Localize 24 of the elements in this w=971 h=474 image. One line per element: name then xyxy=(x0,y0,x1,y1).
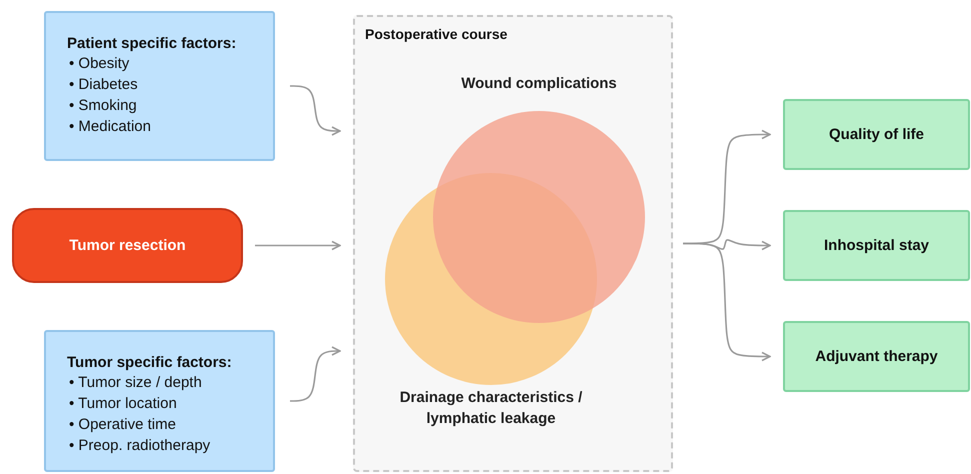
group-heading: Postoperative course xyxy=(365,26,508,42)
factor-box xyxy=(44,330,275,472)
arrow xyxy=(255,240,341,250)
group-container xyxy=(353,15,673,472)
list-item: • Diabetes xyxy=(69,75,139,95)
circle-label: Drainage characteristics / lymphatic leakage xyxy=(398,388,584,429)
factor-box xyxy=(44,11,275,161)
outcome-box: Adjuvant therapy xyxy=(783,321,970,392)
arrow xyxy=(683,242,771,362)
list-item: • Preop. radiotherapy xyxy=(69,436,212,456)
box-heading: Patient specific factors: xyxy=(67,35,238,52)
list-item: • Tumor location xyxy=(69,394,178,414)
outcome-box: Inhospital stay xyxy=(783,210,970,281)
list-item: • Operative time xyxy=(69,415,177,435)
circle-label: Wound complications xyxy=(460,74,618,94)
arrow xyxy=(290,85,341,136)
list-item: • Tumor size / depth xyxy=(69,373,203,393)
list-item: • Smoking xyxy=(69,96,138,116)
list-item: • Medication xyxy=(69,117,152,137)
outcome-box: Quality of life xyxy=(783,99,970,170)
arrow xyxy=(290,346,341,402)
box-heading: Tumor specific factors: xyxy=(67,354,233,371)
list-item: • Obesity xyxy=(69,54,130,74)
process-pill: Tumor resection xyxy=(12,208,243,283)
